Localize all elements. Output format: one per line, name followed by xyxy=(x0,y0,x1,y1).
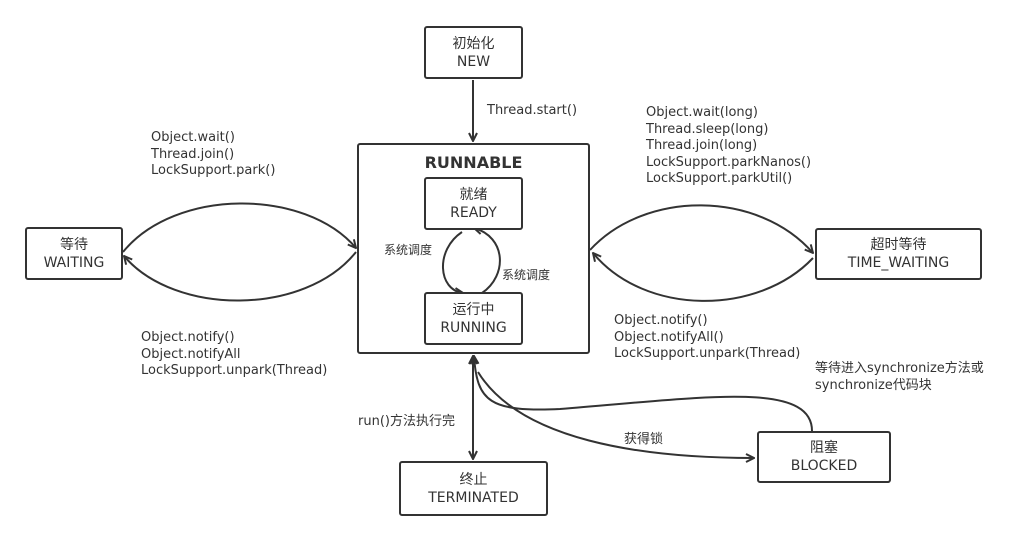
state-runnable-title: RUNNABLE xyxy=(424,153,523,172)
arrow-runnable-to-timed-waiting xyxy=(589,204,813,253)
label-run-complete: run()方法执行完 xyxy=(358,414,455,429)
label-schedule-right: 系统调度 xyxy=(502,268,551,282)
state-timed-waiting: 超时等待 TIME_WAITING xyxy=(815,228,982,280)
state-ready: 就绪 READY xyxy=(424,177,523,230)
arrow-runnable-to-waiting xyxy=(122,202,356,253)
label-line: LockSupport.parkNanos() xyxy=(646,154,812,170)
label-line: Object.notifyAll() xyxy=(614,329,724,345)
label-schedule-left: 系统调度 xyxy=(384,243,433,257)
label-line: Thread.sleep(long) xyxy=(646,121,769,137)
state-blocked-cn: 阻塞 xyxy=(810,440,838,456)
state-waiting-cn: 等待 xyxy=(60,236,88,253)
label-to-waiting: Object.wait() Thread.join() LockSupport.… xyxy=(151,130,275,180)
label-from-waiting: Object.notify() Object.notifyAll LockSup… xyxy=(141,330,327,380)
state-waiting-en: WAITING xyxy=(43,254,105,271)
arrow-runnable-to-blocked xyxy=(477,371,754,458)
label-line: synchronize代码块 xyxy=(815,377,932,393)
state-terminated: 终止 TERMINATED xyxy=(399,461,548,516)
label-line: Object.notify() xyxy=(614,313,708,328)
label-line: 等待进入synchronize方法或 xyxy=(815,361,984,376)
state-running-cn: 运行中 xyxy=(452,301,495,318)
state-ready-cn: 就绪 xyxy=(459,186,488,203)
state-runnable: RUNNABLE xyxy=(357,143,590,354)
label-line: LockSupport.park() xyxy=(151,163,276,178)
state-running-en: RUNNING xyxy=(440,319,507,336)
label-line: Object.wait(long) xyxy=(646,105,758,120)
state-new: 初始化 NEW xyxy=(424,26,523,79)
state-terminated-cn: 终止 xyxy=(459,471,488,488)
label-line: LockSupport.unpark(Thread) xyxy=(614,346,801,361)
label-to-timed-waiting: Object.wait(long) Thread.sleep(long) Thr… xyxy=(646,105,811,188)
label-get-lock: 获得锁 xyxy=(624,432,664,447)
arrow-running-to-ready xyxy=(474,228,501,294)
label-wait-sync: 等待进入synchronize方法或 synchronize代码块 xyxy=(815,361,984,394)
state-ready-en: READY xyxy=(450,204,497,221)
label-line: LockSupport.parkUtil() xyxy=(646,171,793,186)
label-line: Thread.join(long) xyxy=(646,138,758,153)
state-timed-waiting-cn: 超时等待 xyxy=(870,237,927,253)
state-running: 运行中 RUNNING xyxy=(424,292,523,345)
label-from-timed-waiting: Object.notify() Object.notifyAll() LockS… xyxy=(614,313,800,363)
state-blocked-en: BLOCKED xyxy=(790,458,858,474)
label-line: Object.notifyAll xyxy=(141,346,241,362)
label-line: Object.notify() xyxy=(141,330,235,345)
label-thread-start: Thread.start() xyxy=(487,103,578,118)
state-terminated-en: TERMINATED xyxy=(428,489,519,506)
state-timed-waiting-en: TIME_WAITING xyxy=(847,255,950,271)
state-waiting: 等待 WAITING xyxy=(25,227,123,280)
label-line: Object.wait() xyxy=(151,130,235,145)
label-line: Thread.join() xyxy=(151,146,235,162)
arrow-blocked-to-runnable xyxy=(474,356,813,432)
label-line: LockSupport.unpark(Thread) xyxy=(141,363,328,378)
state-new-en: NEW xyxy=(456,53,491,70)
state-new-cn: 初始化 xyxy=(452,35,495,52)
arrow-timed-waiting-to-runnable xyxy=(593,253,814,302)
arrow-waiting-to-runnable xyxy=(124,251,357,302)
state-blocked: 阻塞 BLOCKED xyxy=(757,431,891,483)
arrow-ready-to-running xyxy=(442,231,463,293)
